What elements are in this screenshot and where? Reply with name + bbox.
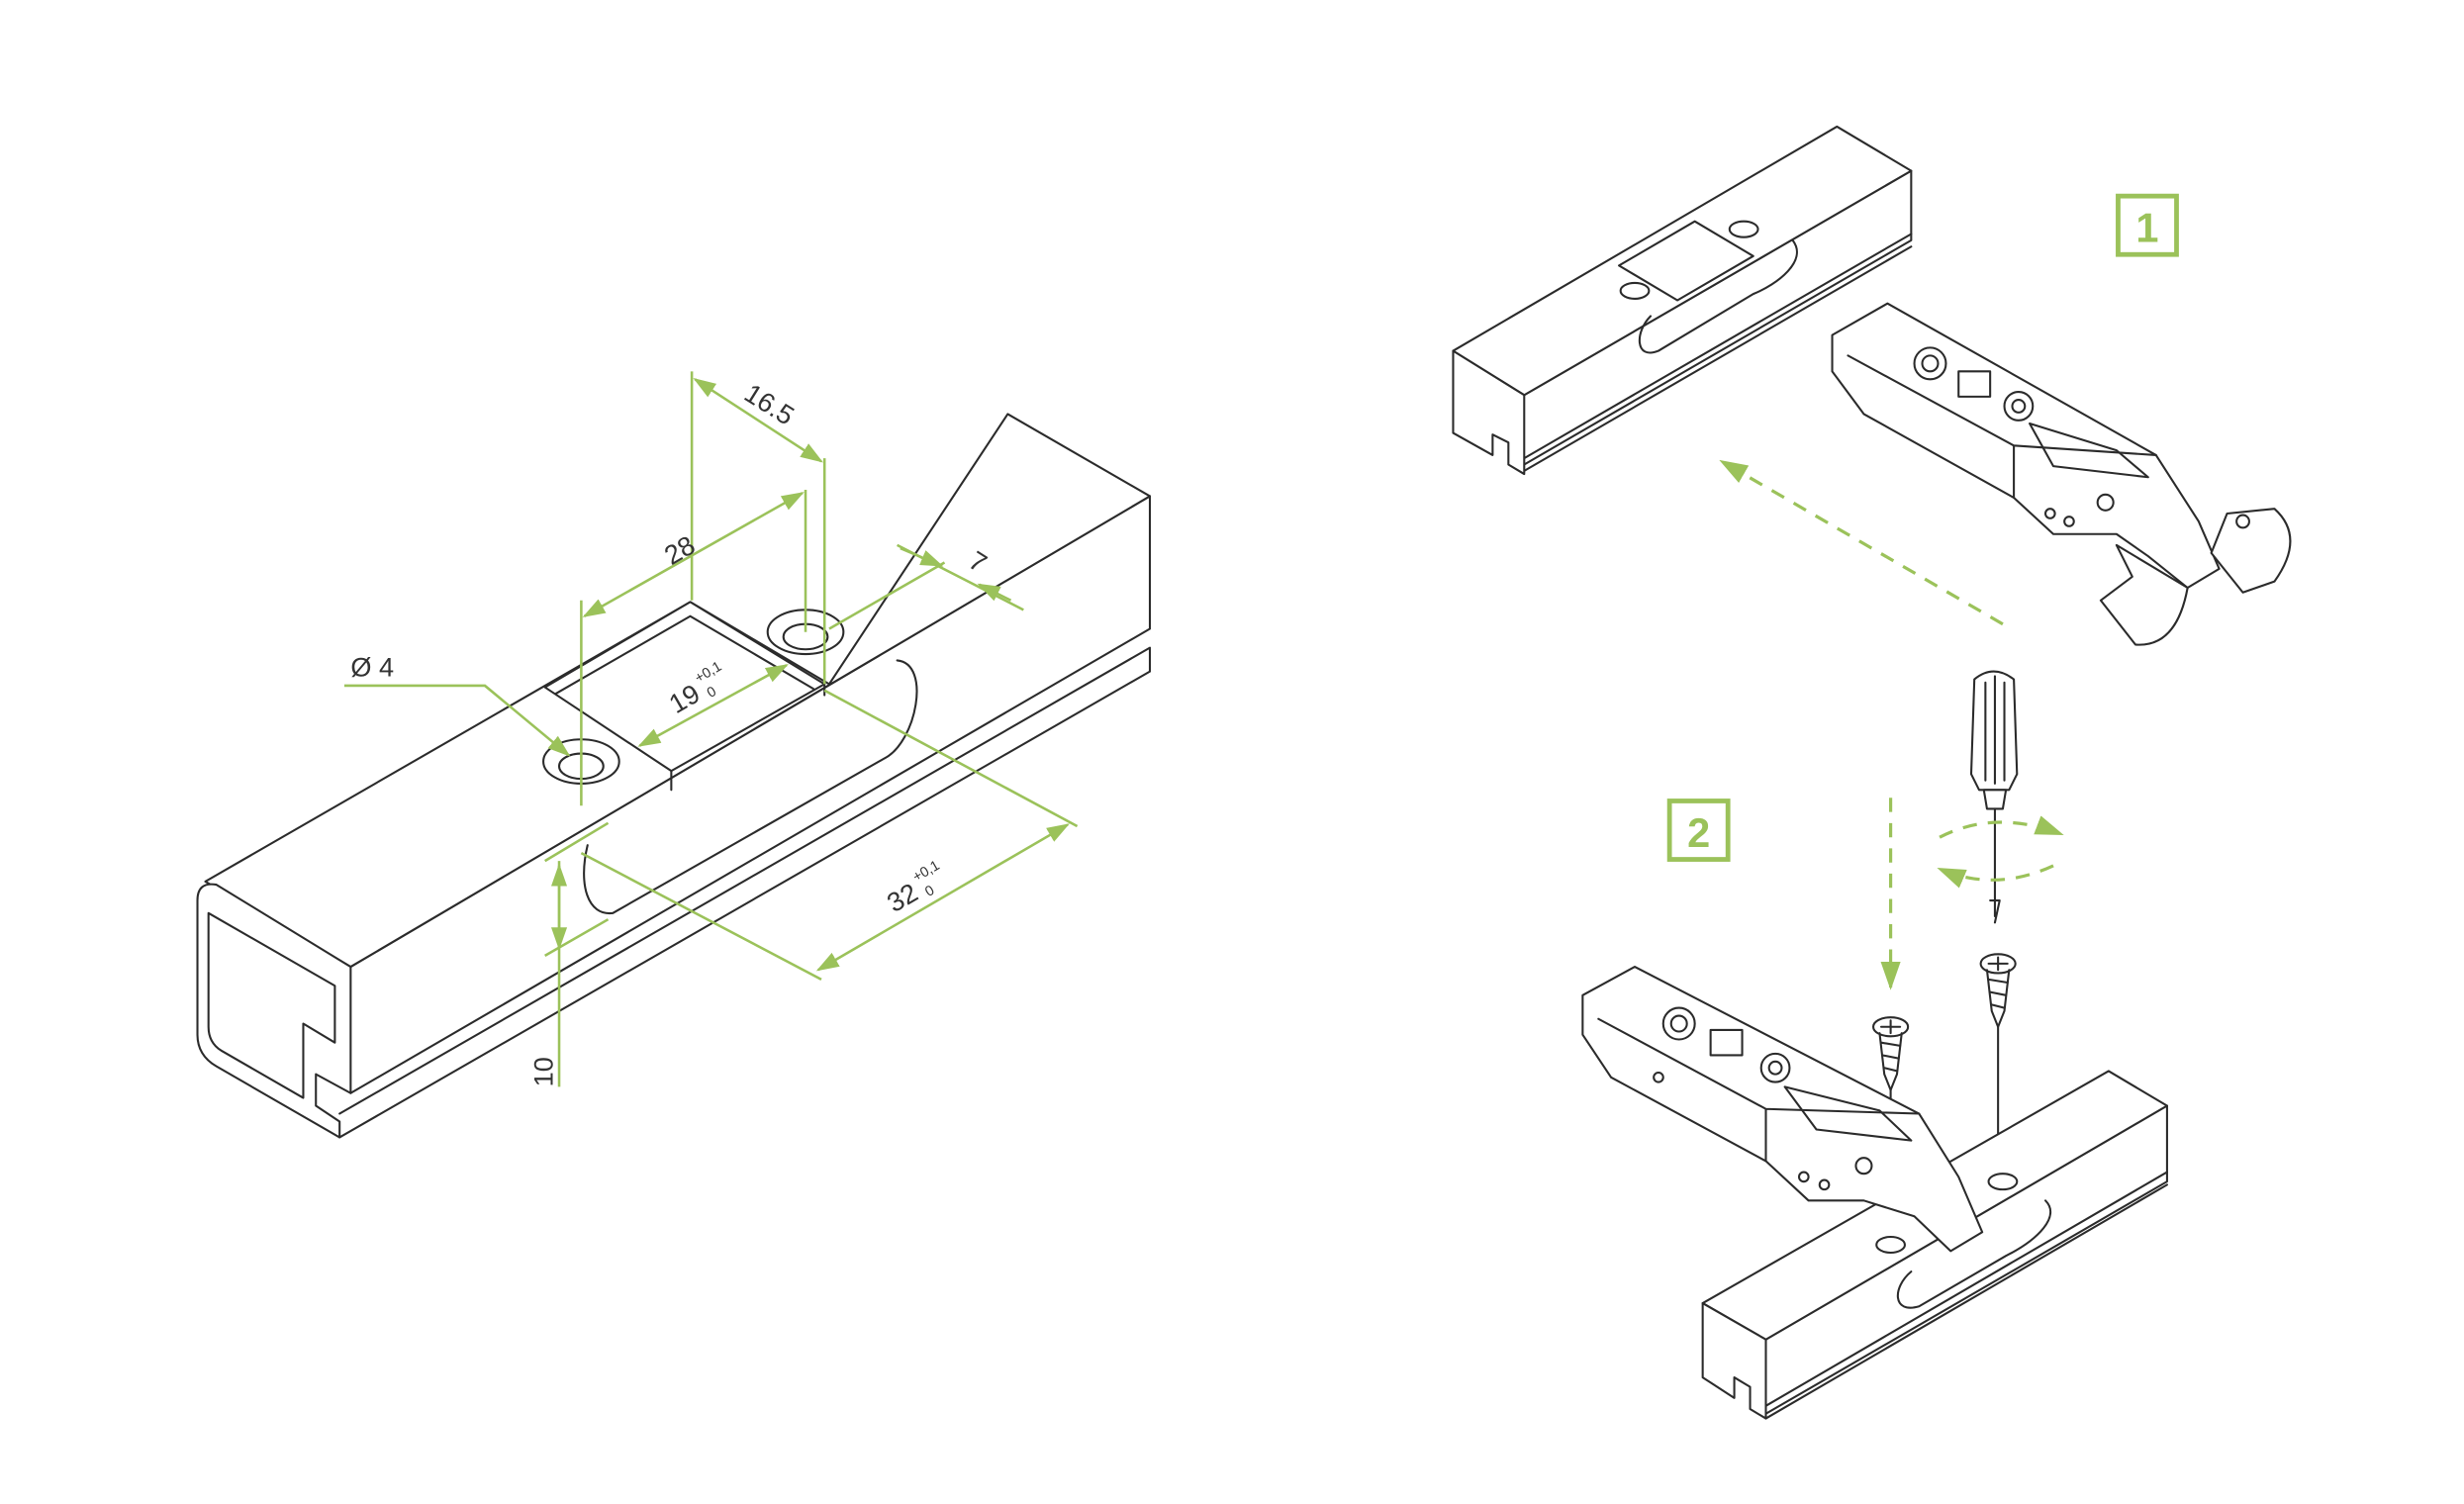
insert-direction-arrow (1719, 459, 2004, 626)
profile-end-face (196, 883, 352, 1139)
dim-16-5: 16.5 (739, 377, 800, 430)
step-2-badge: 2 (1666, 799, 1731, 862)
profile-inner-wall (207, 911, 336, 1099)
rotation-arrow (1937, 864, 2054, 889)
dim-32-tol-lower: 0 (922, 883, 937, 900)
dimension-lines (343, 371, 1079, 1087)
dim-32-tol-upper: +0,1 (910, 858, 943, 886)
dim-28: 28 (659, 529, 701, 571)
step2-hinge (1581, 966, 1984, 1253)
step1-hinge (1831, 302, 2292, 646)
screwdriver-icon (1969, 670, 2019, 924)
rotation-arrow (1939, 815, 2064, 839)
dim-hole-diameter: Ø 4 (350, 651, 394, 682)
step-2-number: 2 (1687, 809, 1710, 856)
step-1-badge: 1 (2116, 193, 2179, 257)
profile-drawing (196, 413, 1152, 1139)
step1-profile (1452, 125, 1913, 476)
dim-32: 32 +0,1 0 (882, 858, 943, 918)
profile-slot (583, 659, 918, 914)
step-1-number: 1 (2135, 204, 2158, 250)
dim-10: 10 (528, 1057, 559, 1086)
profile-flange (338, 646, 1152, 1139)
